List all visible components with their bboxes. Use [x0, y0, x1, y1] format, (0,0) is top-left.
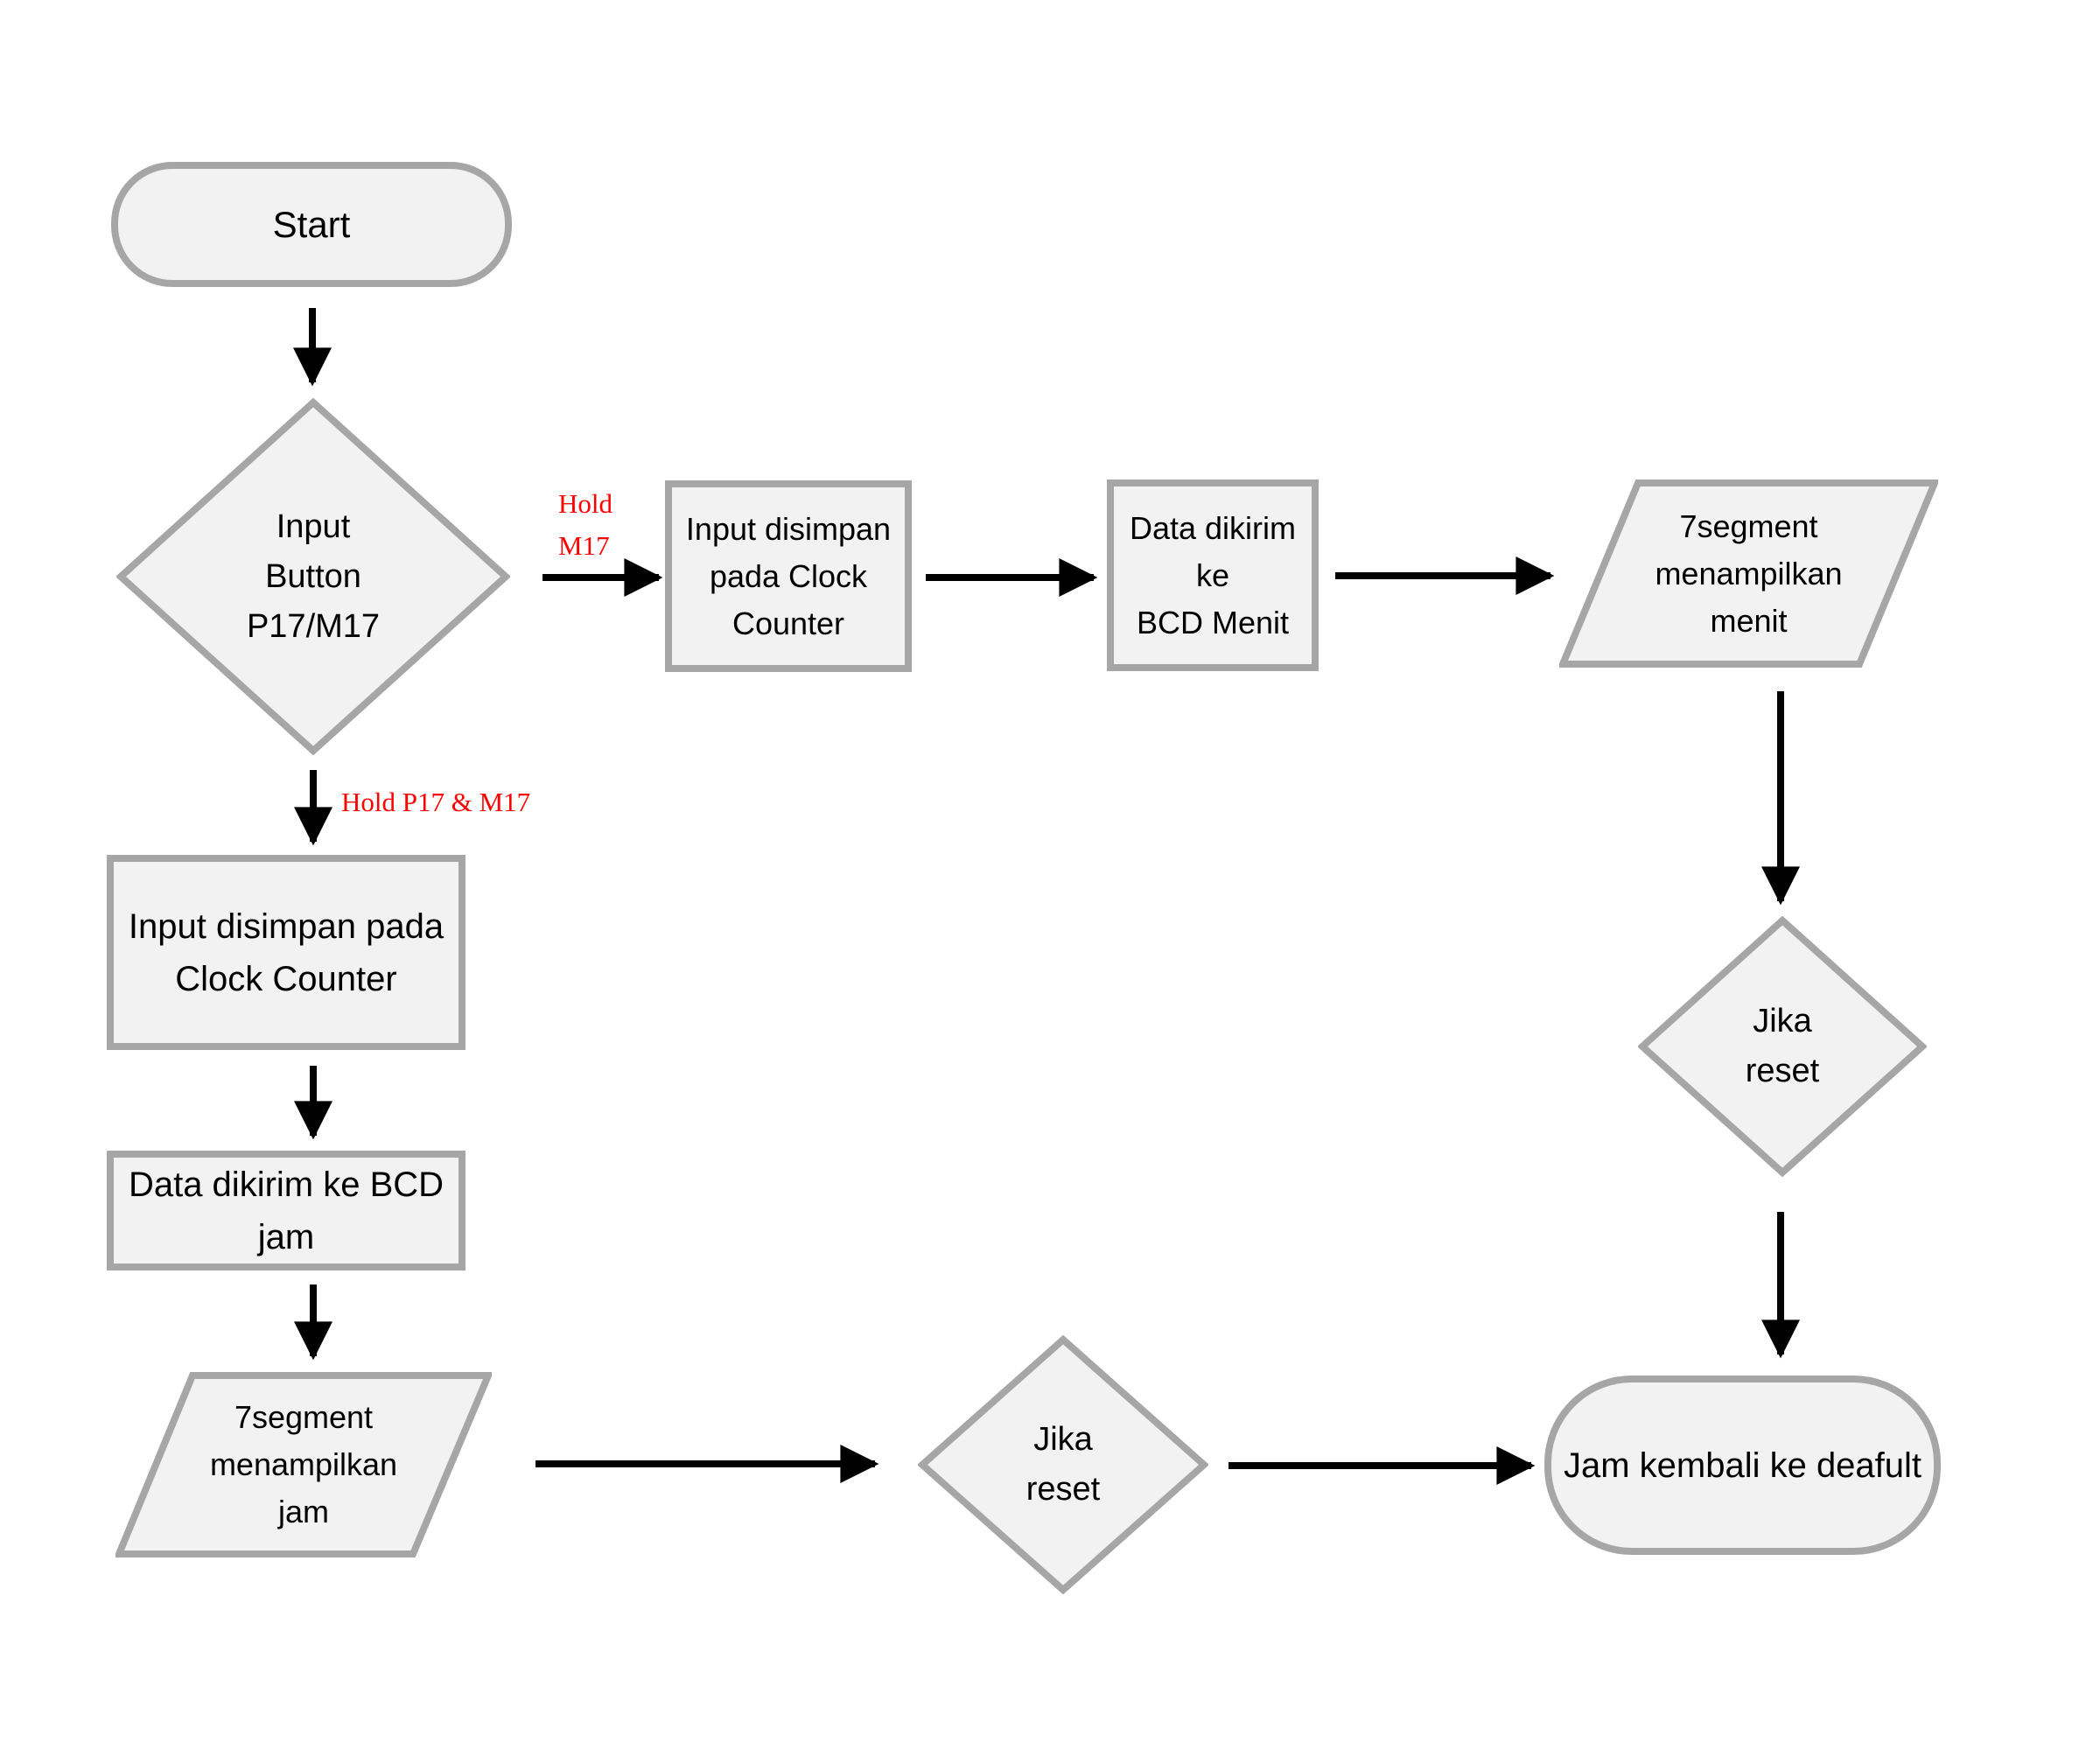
node-clock-counter-menit-label: Input disimpan pada Clock Counter — [685, 510, 892, 641]
node-start: Start — [111, 162, 512, 287]
edge-label-hold-m17: Hold M17 — [558, 488, 612, 562]
diamond-shape — [918, 1335, 1208, 1594]
node-clock-counter-jam: Input disimpan pada Clock Counter — [107, 855, 466, 1050]
node-jam-default: Jam kembali ke deafult — [1544, 1376, 1941, 1555]
node-bcd-menit-label: Data dikirim ke BCD Menit — [1129, 509, 1297, 640]
node-clock-counter-menit: Input disimpan pada Clock Counter — [665, 480, 912, 672]
parallelogram-shape — [1559, 480, 1938, 668]
node-bcd-menit: Data dikirim ke BCD Menit — [1107, 480, 1319, 671]
diamond-shape — [116, 398, 510, 755]
node-clock-counter-jam-label: Input disimpan pada Clock Counter — [128, 906, 444, 998]
edge-label-hold-p17-m17: Hold P17 & M17 — [341, 787, 531, 817]
node-segment-jam-label: 7segment menampilkan jam — [209, 1399, 398, 1530]
node-segment-menit: 7segment menampilkan menit — [1559, 480, 1938, 668]
node-jika-reset-menit: Jika reset — [1638, 916, 1927, 1177]
diamond-shape — [1638, 916, 1927, 1177]
node-jika-reset-jam-label: Jika reset — [1026, 1421, 1101, 1508]
node-jam-default-label: Jam kembali ke deafult — [1563, 1446, 1922, 1485]
node-input-button: Input Button P17/M17 — [116, 398, 510, 755]
node-start-label: Start — [272, 204, 351, 245]
node-segment-jam: 7segment menampilkan jam — [116, 1372, 492, 1558]
node-jika-reset-menit-label: Jika reset — [1745, 1003, 1820, 1089]
parallelogram-shape — [116, 1372, 492, 1558]
node-jika-reset-jam: Jika reset — [918, 1335, 1208, 1594]
node-segment-menit-label: 7segment menampilkan menit — [1655, 508, 1843, 639]
node-bcd-jam-label: Data dikirim ke BCD jam — [128, 1165, 444, 1256]
node-input-button-label: Input Button P17/M17 — [246, 508, 381, 645]
node-bcd-jam: Data dikirim ke BCD jam — [107, 1151, 466, 1270]
